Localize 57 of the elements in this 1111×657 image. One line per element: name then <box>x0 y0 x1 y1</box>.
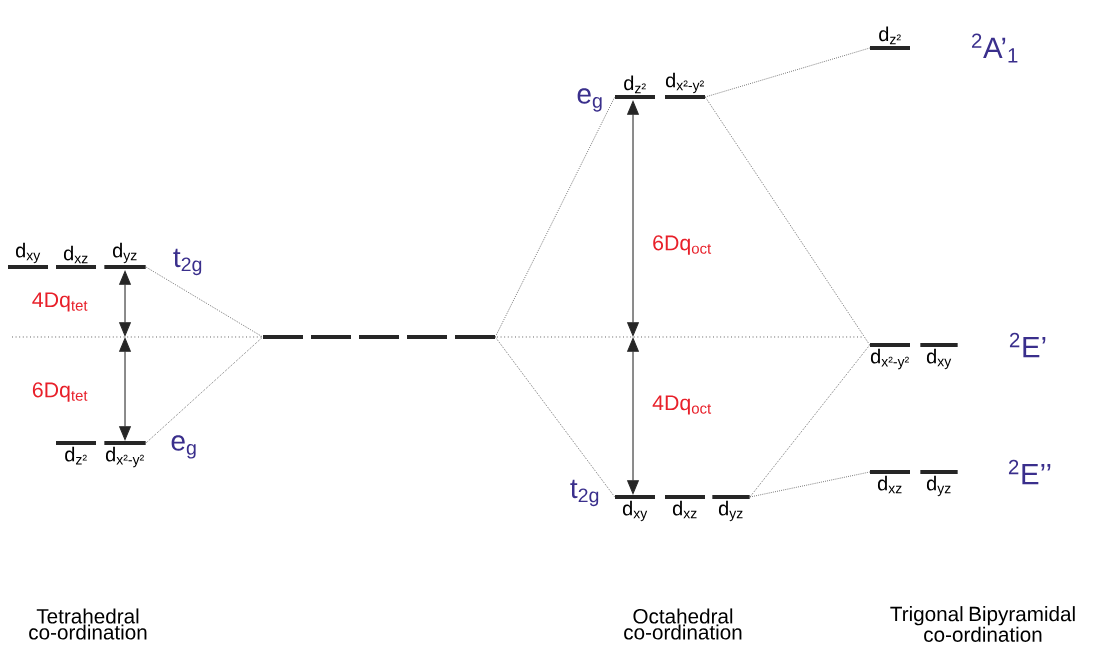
node-label: d$_{x²-y²}$ <box>665 72 704 94</box>
caption-label: Trigonal Bipyramidal co-ordination <box>890 606 1075 642</box>
energy-level <box>359 335 399 339</box>
energy-level <box>263 335 303 339</box>
energy-level: d$_{xy}$ <box>615 495 655 522</box>
energy-level: d$_{x²-y²}$ <box>870 343 910 370</box>
term-symbol: $^{2}$E’ <box>1009 332 1046 358</box>
correlation-line <box>494 336 616 498</box>
node-label: d$_{z²}$ <box>624 75 646 94</box>
correlation-line <box>494 96 616 338</box>
node-label: d$_{x²-y²}$ <box>105 446 144 468</box>
energy-level: d$_{yz}$ <box>104 242 146 269</box>
energy-level <box>407 335 447 339</box>
energy-level: d$_{x²-y²}$ <box>665 72 705 99</box>
energy-level: d$_{z²}$ <box>56 441 96 465</box>
energy-level: d$_{xz}$ <box>870 470 910 494</box>
energy-level: d$_{yz}$ <box>920 470 958 497</box>
term-symbol: $^{2}$E’’ <box>1008 459 1051 485</box>
splitting-label: 6Dq$_{oct}$ <box>653 235 712 255</box>
node-label: d$_{z²}$ <box>879 26 901 45</box>
correlation-line <box>145 266 264 338</box>
node-label: d$_{xy}$ <box>15 242 41 264</box>
caption-label: Tetrahedral co-ordination <box>29 608 147 640</box>
node-label: d$_{yz}$ <box>112 242 137 264</box>
splitting-label: 6Dq$_{tet}$ <box>32 382 88 402</box>
group-label: e$_{g}$ <box>171 435 196 459</box>
node-label: d$_{xz}$ <box>877 475 902 494</box>
correlation-line <box>749 344 871 498</box>
energy-level: d$_{xy}$ <box>8 242 48 269</box>
energy-level <box>311 335 351 339</box>
energy-level: d$_{z²}$ <box>615 75 655 99</box>
correlation-line <box>145 336 264 444</box>
node-label: d$_{z²}$ <box>65 446 87 465</box>
energy-level: d$_{x²-y²}$ <box>104 441 146 468</box>
correlation-line <box>704 47 871 98</box>
energy-level: d$_{z²}$ <box>870 26 910 50</box>
node-label: d$_{xz}$ <box>63 245 88 264</box>
node-label: d$_{yz}$ <box>718 500 743 522</box>
energy-level: d$_{xz}$ <box>56 245 96 269</box>
energy-level: d$_{yz}$ <box>712 495 750 522</box>
correlation-line <box>704 96 871 346</box>
node-label: d$_{yz}$ <box>926 475 951 497</box>
node-label: d$_{xz}$ <box>672 500 697 519</box>
splitting-label: 4Dq$_{tet}$ <box>32 292 88 312</box>
node-label: d$_{xy}$ <box>622 500 648 522</box>
energy-level: d$_{xz}$ <box>665 495 705 519</box>
group-label: t$_{2g}$ <box>173 248 202 276</box>
node-label: d$_{x²-y²}$ <box>870 348 909 370</box>
group-label: t$_{2g}$ <box>570 479 599 507</box>
energy-level: d$_{xy}$ <box>920 343 958 370</box>
energy-level <box>455 335 495 339</box>
group-label: e$_{g}$ <box>577 88 602 112</box>
correlation-line <box>749 471 871 498</box>
caption-label: Octahedral co-ordination <box>624 608 742 640</box>
node-label: d$_{xy}$ <box>926 348 952 370</box>
term-symbol: $^{2}$A’$_{1}$ <box>972 33 1018 63</box>
splitting-label: 4Dq$_{oct}$ <box>652 395 712 415</box>
